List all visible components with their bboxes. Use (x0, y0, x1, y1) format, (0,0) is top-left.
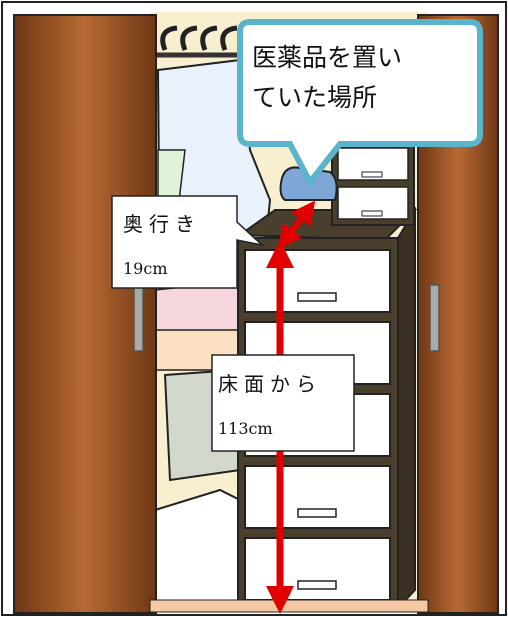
drawer-5 (244, 537, 391, 601)
callout-line-2: ていた場所 (252, 83, 378, 112)
drawer-1 (244, 249, 391, 313)
hangers (160, 25, 238, 51)
right-door-handle (429, 284, 440, 352)
drawer-4 (244, 465, 391, 529)
depth-title: 奥行き (123, 212, 201, 236)
depth-label-box (111, 195, 265, 289)
floor-box (154, 488, 241, 606)
depth-value: 19cm (123, 259, 168, 278)
depth-label: 奥行き 19cm (123, 208, 201, 278)
height-label-box (211, 354, 355, 452)
height-label: 床面から 113cm (218, 368, 322, 438)
height-title: 床面から (218, 372, 322, 396)
callout-label: 医薬品を置い ていた場所 (252, 38, 452, 118)
depth-arrow (277, 200, 316, 250)
left-door (13, 14, 157, 614)
callout-bubble (237, 19, 483, 188)
left-door-handle (133, 284, 144, 352)
callout-line-1: 医薬品を置い (252, 43, 403, 72)
cabinet-side (397, 206, 416, 611)
floor-strip (149, 599, 429, 613)
height-value: 113cm (218, 419, 273, 438)
